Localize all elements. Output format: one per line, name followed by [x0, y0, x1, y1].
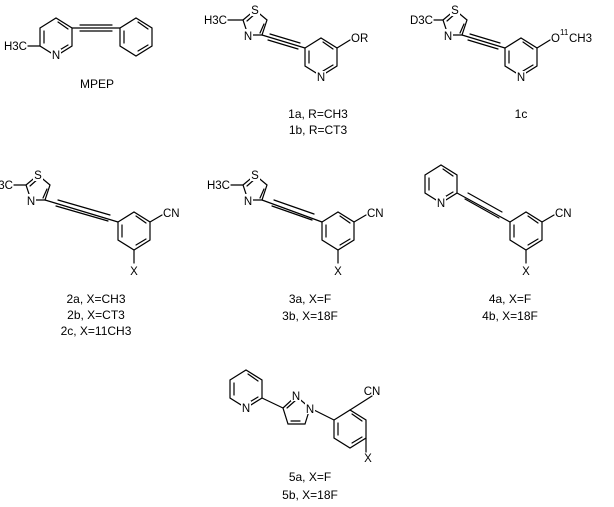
compound-label-5b: 5b, X=18F: [282, 488, 338, 502]
d3c-label: D3C: [410, 15, 433, 27]
pyrazole-n2: N: [292, 391, 300, 403]
pyrazole-n1: N: [306, 404, 314, 416]
compound-label-2a: 2a, X=CH3: [66, 292, 125, 306]
compound-label-1c: 1c: [515, 107, 528, 121]
pyridine-n: N: [242, 403, 250, 415]
x-substituent: X: [130, 266, 138, 278]
pyridine-n: N: [317, 72, 325, 84]
cn-group: CN: [163, 208, 180, 220]
compound-5: N N N CN X 5a, X=F 5b, X=18F: [229, 369, 381, 502]
x-substituent: X: [522, 266, 530, 278]
atom-n: N: [244, 31, 252, 43]
atom-n: N: [444, 31, 452, 43]
methyl-label: H3C: [4, 41, 27, 53]
compound-label-5a: 5a, X=F: [289, 470, 331, 484]
compound-3: S N H3C CN X 3a, X=F 3b, X=18F: [207, 168, 384, 323]
compound-label: MPEP: [80, 77, 114, 91]
atom-s: S: [34, 170, 42, 182]
methyl-label: H3C: [0, 180, 13, 192]
atom-o: O: [551, 33, 560, 45]
compound-mpep: N H3C MPEP: [4, 17, 153, 91]
methyl-label: H3C: [204, 15, 227, 27]
compound-label-2b: 2b, X=CT3: [67, 308, 125, 322]
atom-n: N: [52, 50, 60, 62]
atom-n: N: [437, 198, 445, 210]
cn-group: CN: [555, 208, 572, 220]
methyl-label: H3C: [207, 180, 230, 192]
compound-2: S N H3C CN X 2a, X=CH3 2b, X=CT3 2c, X=1…: [0, 168, 180, 338]
cn-group: CN: [367, 208, 384, 220]
compound-1c: S N D3C N O 11 CH3 1c: [410, 3, 592, 121]
compound-4: N CN X 4a, X=F 4b, X=18F: [424, 164, 572, 323]
compound-label-3b: 3b, X=18F: [282, 309, 338, 323]
pyridine-n: N: [517, 72, 525, 84]
compound-label-1a: 1a, R=CH3: [288, 107, 348, 121]
compound-label-3a: 3a, X=F: [289, 292, 331, 306]
atom-s: S: [251, 170, 259, 182]
x-substituent: X: [334, 266, 342, 278]
compound-label-4a: 4a, X=F: [489, 292, 531, 306]
compound-label-1b: 1b, R=CT3: [289, 123, 348, 137]
x-substituent: X: [364, 453, 372, 465]
methyl-label: CH3: [569, 33, 592, 45]
compound-label-2c: 2c, X=11CH3: [61, 324, 132, 338]
isotope-11: 11: [560, 28, 569, 37]
cn-group: CN: [364, 386, 381, 398]
atom-s: S: [451, 5, 459, 17]
atom-n: N: [27, 196, 35, 208]
compound-1ab: S N H3C N OR 1a, R=CH3 1b, R=CT3: [204, 3, 368, 137]
or-group: OR: [351, 33, 368, 45]
atom-s: S: [251, 5, 259, 17]
atom-n: N: [244, 196, 252, 208]
compound-label-4b: 4b, X=18F: [482, 309, 538, 323]
